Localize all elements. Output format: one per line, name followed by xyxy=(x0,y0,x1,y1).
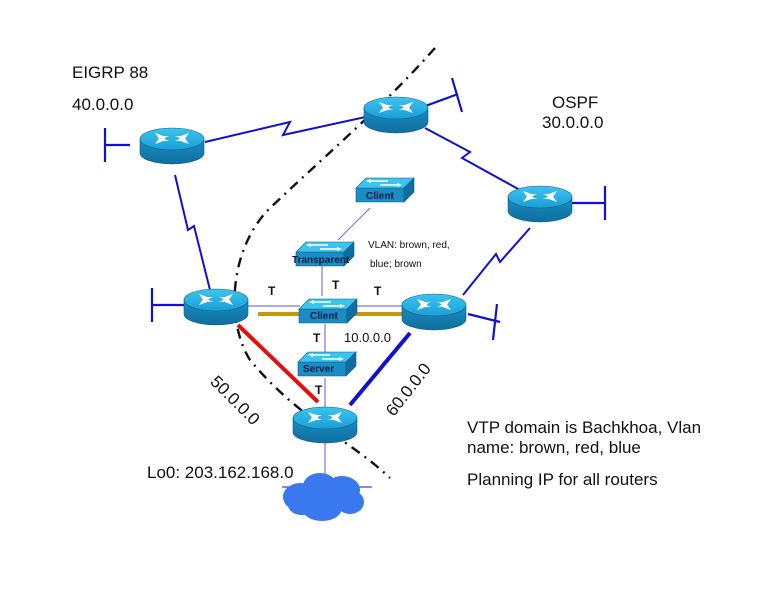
trunk-label-mid: T xyxy=(313,331,321,345)
serial-link-tc-right xyxy=(424,127,521,191)
network-10: 10.0.0.0 xyxy=(344,330,391,345)
ospf-network: 30.0.0.0 xyxy=(542,113,604,132)
lan-stub-top-left xyxy=(103,128,130,162)
trunk-label-top: T xyxy=(332,278,340,292)
lan-stub-right xyxy=(572,186,607,220)
serial-links xyxy=(174,115,531,296)
vlan-info-line2: blue; brown xyxy=(370,259,422,270)
router-mid-left[interactable] xyxy=(183,288,249,326)
switch-label-client-top: Client xyxy=(366,191,394,202)
ospf-title: OSPF xyxy=(552,93,599,112)
note-line3: Planning IP for all routers xyxy=(467,470,658,489)
vlan-info-line1: VLAN: brown, red, xyxy=(368,240,450,251)
lan-stubs xyxy=(103,77,607,341)
switch-label-transparent: Transparent xyxy=(292,255,350,266)
lan-stub-mid-right xyxy=(467,303,501,341)
router-top-left[interactable] xyxy=(139,127,205,165)
trunk-label-right: T xyxy=(374,284,382,298)
router-top-center[interactable] xyxy=(363,96,429,134)
switch-label-server: Server xyxy=(303,364,335,375)
lan-stub-mid-left xyxy=(150,288,185,322)
serial-link-tl-ml xyxy=(174,174,211,291)
eigrp-network: 40.0.0.0 xyxy=(72,95,134,114)
internet-cloud xyxy=(282,473,372,521)
note-line1: VTP domain is Bachkhoa, Vlan xyxy=(467,418,702,437)
trunk-label-bottom: T xyxy=(315,383,323,397)
eigrp-title: EIGRP 88 xyxy=(72,63,149,82)
serial-link-right-mr xyxy=(462,227,531,296)
router-mid-right[interactable] xyxy=(401,293,467,331)
switch-label-client-mid: Client xyxy=(310,311,338,322)
router-right[interactable] xyxy=(507,185,573,223)
serial-link-tl-tc xyxy=(204,115,371,143)
vlan-red-line xyxy=(236,323,320,404)
vlan-blue-line xyxy=(348,331,412,407)
trunk-label-left: T xyxy=(268,284,276,298)
router-bottom[interactable] xyxy=(292,406,358,444)
link-client-transparent xyxy=(337,207,371,241)
loopback-label: Lo0: 203.162.168.0 xyxy=(147,463,294,482)
note-line2: name: brown, red, blue xyxy=(467,438,641,457)
